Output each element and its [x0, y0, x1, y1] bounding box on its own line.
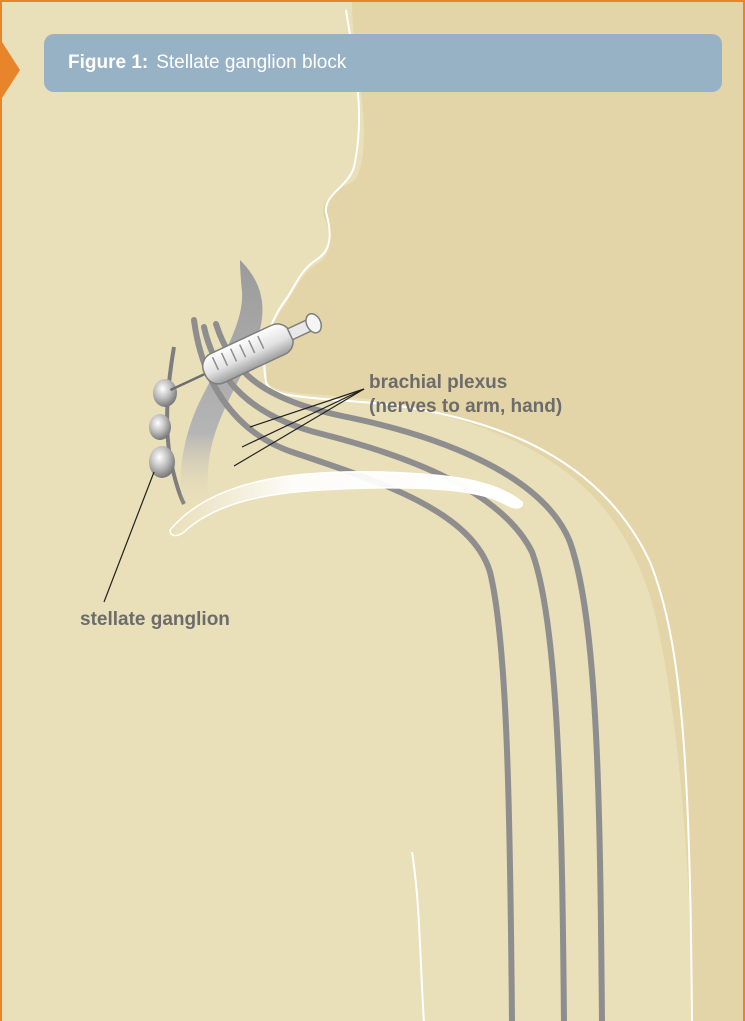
arm-outline [412, 852, 424, 1021]
banner-marker-icon [2, 42, 20, 98]
figure-title: Stellate ganglion block [156, 52, 346, 74]
stellate-ganglion-nodes [149, 379, 177, 478]
figure-number: Figure 1: [68, 52, 148, 74]
brachial-plexus-label-line1: brachial plexus [369, 371, 562, 395]
figure-banner: Figure 1: Stellate ganglion block [44, 34, 722, 92]
stellate-ganglion-label: stellate ganglion [80, 608, 230, 632]
stellate-ganglion-leader [104, 472, 154, 602]
clavicle [170, 472, 522, 536]
brachial-plexus-label: brachial plexus (nerves to arm, hand) [369, 371, 562, 419]
body-shade [266, 2, 745, 1021]
brachial-plexus-label-line2: (nerves to arm, hand) [369, 395, 562, 419]
